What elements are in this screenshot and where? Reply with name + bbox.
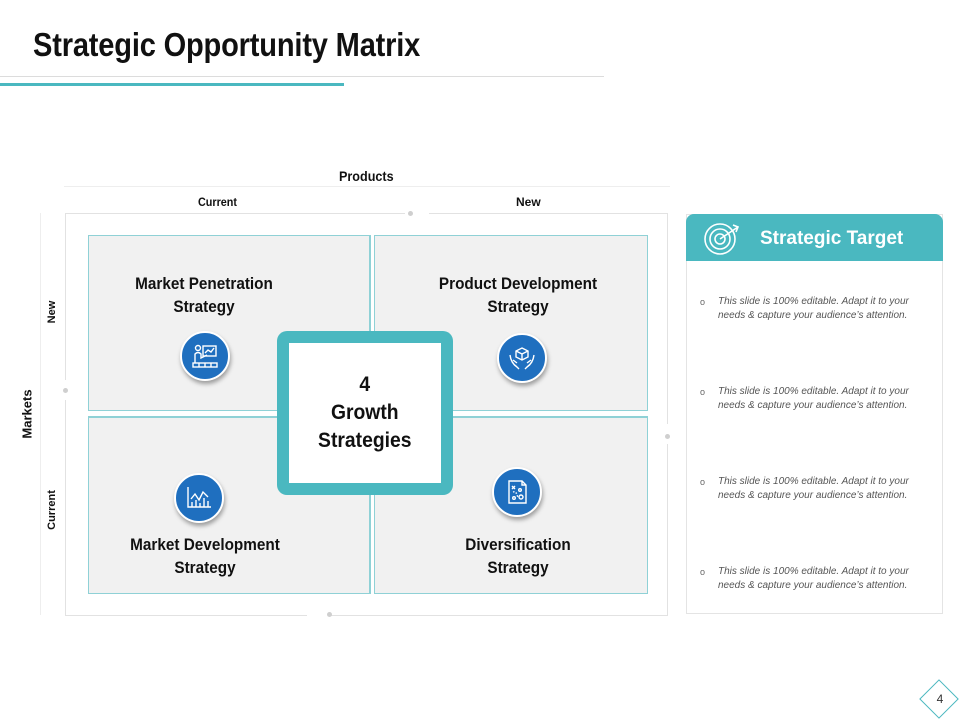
quadrant-title-product-development: Product Development Strategy <box>428 272 608 318</box>
page-title: Strategic Opportunity Matrix <box>33 26 421 63</box>
quadrant-title-line: Product Development <box>438 274 598 293</box>
frame-dot <box>63 388 68 393</box>
frame-gap <box>405 211 429 215</box>
line-chart-icon <box>174 473 224 523</box>
center-line-3: Strategies <box>318 429 412 452</box>
products-divider <box>64 186 670 187</box>
frame-gap <box>307 614 331 618</box>
strategy-plan-icon <box>492 467 542 517</box>
panel-title: Strategic Target <box>760 228 904 249</box>
panel-header <box>686 214 943 261</box>
quadrant-title-line: Strategy <box>173 297 235 316</box>
quadrant-title-line: Strategy <box>487 558 549 577</box>
bullet-marker: o <box>700 477 706 487</box>
quadrant-title-diversification: Diversification Strategy <box>428 533 608 579</box>
bullet-text: This slide is 100% editable. Adapt it to… <box>718 566 909 591</box>
bullet-text: This slide is 100% editable. Adapt it to… <box>718 476 909 501</box>
center-line-2: Growth <box>331 401 399 424</box>
quadrant-title-market-development: Market Development Strategy <box>115 533 295 579</box>
frame-dot <box>408 211 413 216</box>
strategic-target-panel <box>686 214 943 614</box>
title-accent-bar <box>0 83 344 86</box>
center-box: 4 Growth Strategies <box>289 343 441 483</box>
markets-axis-label: Markets <box>19 389 35 439</box>
target-icon <box>700 218 744 258</box>
page-number: 4 <box>936 692 944 706</box>
frame-dot <box>327 612 332 617</box>
products-new-label: New <box>516 195 541 209</box>
bullet-text: This slide is 100% editable. Adapt it to… <box>718 296 909 321</box>
quadrant-title-line: Diversification <box>465 535 571 554</box>
panel-bullet: o This slide is 100% editable. Adapt it … <box>700 385 930 413</box>
bullet-marker: o <box>700 567 706 577</box>
hands-cube-icon <box>497 333 547 383</box>
center-text: 4 Growth Strategies <box>318 371 411 455</box>
quadrant-title-line: Strategy <box>487 297 549 316</box>
panel-bullet: o This slide is 100% editable. Adapt it … <box>700 565 930 593</box>
products-axis-label: Products <box>339 168 394 184</box>
markets-divider <box>40 213 41 615</box>
markets-new-label: New <box>46 300 58 324</box>
bullet-text: This slide is 100% editable. Adapt it to… <box>718 386 909 411</box>
presentation-icon <box>180 331 230 381</box>
title-divider <box>0 76 604 77</box>
markets-current-label: Current <box>46 490 58 530</box>
matrix-frame <box>65 213 668 616</box>
panel-bullet: o This slide is 100% editable. Adapt it … <box>700 475 930 503</box>
quadrant-title-line: Market Development <box>130 535 280 554</box>
quadrant-title-line: Strategy <box>174 558 236 577</box>
products-current-label: Current <box>198 195 238 209</box>
quadrant-title-market-penetration: Market Penetration Strategy <box>114 272 294 318</box>
frame-dot <box>665 434 670 439</box>
bullet-marker: o <box>700 387 706 397</box>
panel-bullet: o This slide is 100% editable. Adapt it … <box>700 295 930 323</box>
bullet-marker: o <box>700 297 706 307</box>
center-number: 4 <box>359 373 371 396</box>
quadrant-title-line: Market Penetration <box>135 274 273 293</box>
